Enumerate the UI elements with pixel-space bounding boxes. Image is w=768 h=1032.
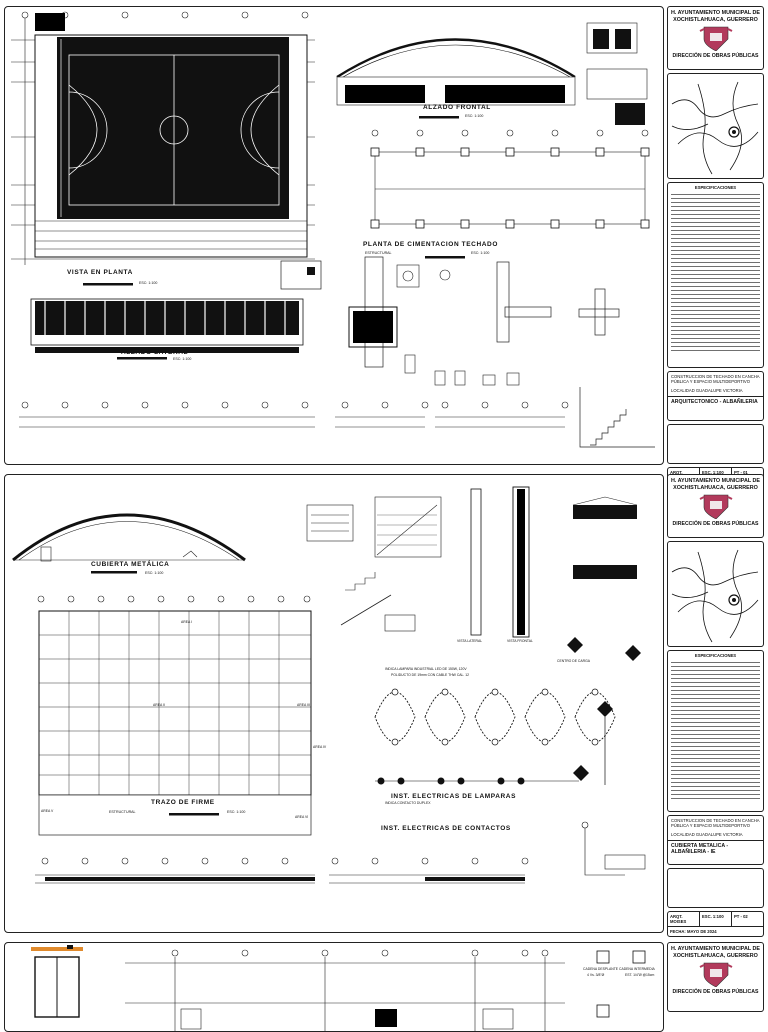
footer-scale: ESC. 1:100	[700, 912, 732, 926]
legend-outlet: INDICA CONTACTO DUPLEX	[385, 801, 431, 805]
label-lateral-view: VISTA LATERAL	[457, 639, 483, 643]
department-name: DIRECCIÓN DE OBRAS PÚBLICAS	[672, 989, 759, 995]
footer-date: FECHA: MAYO DE 2024	[670, 929, 717, 934]
view-scale-plan: ESC: 1:100	[139, 281, 158, 285]
department-name: DIRECCIÓN DE OBRAS PÚBLICAS	[672, 521, 759, 527]
view-title-slab: TRAZO DE FIRME	[151, 799, 215, 806]
institution-name: H. AYUNTAMIENTO MUNICIPAL DE XOCHISTLAHU…	[670, 946, 761, 959]
view-title-plan: VISTA EN PLANTA	[67, 269, 133, 276]
area-label-3: AREA III	[297, 703, 310, 707]
project-name: CONSTRUCCION DE TECHADO EN CANCHA PÚBLIC…	[671, 818, 760, 829]
titleblock-header: H. AYUNTAMIENTO MUNICIPAL DE XOCHISTLAHU…	[667, 474, 764, 538]
view-scale-slab: ESC: 1:100	[227, 810, 246, 814]
area-label-2: AREA II	[153, 703, 165, 707]
notes-title: ESPECIFICACIONES	[694, 185, 737, 190]
view-title-foundation: PLANTA DE CIMENTACION TECHADO	[363, 241, 498, 248]
titleblock-project: CONSTRUCCION DE TECHADO EN CANCHA PÚBLIC…	[667, 815, 764, 865]
sheet-pt03-linework	[31, 945, 646, 1031]
view-subtitle-foundation: ESTRUCTURAL	[365, 251, 392, 255]
project-locality: LOCALIDAD GUADALUPE VICTORIA	[671, 832, 743, 838]
titleblock-header: H. AYUNTAMIENTO MUNICIPAL DE XOCHISTLAHU…	[667, 942, 764, 1012]
titleblock-header: H. AYUNTAMIENTO MUNICIPAL DE XOCHISTLAHU…	[667, 6, 764, 70]
project-locality: LOCALIDAD GUADALUPE VICTORIA	[671, 388, 743, 394]
titleblock-pt02: H. AYUNTAMIENTO MUNICIPAL DE XOCHISTLAHU…	[667, 474, 764, 940]
institution-name: H. AYUNTAMIENTO MUNICIPAL DE XOCHISTLAHU…	[670, 10, 761, 23]
location-map-icon	[671, 81, 759, 175]
titleblock-map	[667, 73, 764, 179]
view-scale-roof: ESC: 1:100	[145, 571, 164, 575]
department-name: DIRECCIÓN DE OBRAS PÚBLICAS	[672, 53, 759, 59]
sheet-pt02-linework	[12, 486, 646, 884]
notes-body	[671, 662, 760, 803]
titleblock-notes: ESPECIFICACIONES	[667, 650, 764, 812]
sheet-discipline: ARQUITECTONICO - ALBAÑILERIA	[668, 395, 763, 407]
notes-title: ESPECIFICACIONES	[694, 653, 737, 658]
titleblock-notes: ESPECIFICACIONES	[667, 182, 764, 368]
sheet-pt01-linework	[11, 11, 655, 448]
view-subtitle-slab: ESTRUCTURAL	[109, 810, 136, 814]
municipal-shield-icon	[699, 494, 732, 519]
titleblock-map	[667, 541, 764, 647]
titleblock-signatures	[667, 868, 764, 908]
location-map-icon	[671, 549, 759, 643]
area-label-4: AREA IV	[313, 745, 327, 749]
municipal-shield-icon	[699, 962, 732, 987]
area-label-5: AREA V	[41, 809, 54, 813]
area-label-6: AREA VI	[295, 815, 309, 819]
view-title-side: ALZADO LATERAL	[121, 349, 189, 356]
sheet-discipline: CUBIERTA METALICA - ALBAÑILERIA - IE	[668, 839, 763, 857]
label-cadena-desplante: CADENA DESPLANTE	[583, 967, 619, 971]
view-title-outlets: INST. ELECTRICAS DE CONTACTOS	[381, 825, 511, 832]
titleblock-pt01: H. AYUNTAMIENTO MUNICIPAL DE XOCHISTLAHU…	[667, 6, 764, 496]
sheet-pt01: VISTA EN PLANTA ESC: 1:100 ALZADO FRONTA…	[4, 6, 664, 465]
sheet-pt03: CADENA DESPLANTE 4 Vs. 3/8"Ø CADENA INTE…	[4, 942, 664, 1032]
footer-author: ARQT. MOISES	[668, 912, 700, 926]
spec-cadena-desplante: 4 Vs. 3/8"Ø	[587, 973, 605, 977]
municipal-shield-icon	[699, 26, 732, 51]
label-frontal-view: VISTA FRONTAL	[507, 639, 533, 643]
view-title-front: ALZADO FRONTAL	[423, 104, 491, 111]
label-load-center: CENTRO DE CARGA	[557, 659, 590, 663]
project-name: CONSTRUCCION DE TECHADO EN CANCHA PÚBLIC…	[671, 374, 760, 385]
sheet-pt02: CUBIERTA METÁLICA ESC: 1:100 TRAZO DE FI…	[4, 474, 664, 933]
titleblock-footer: ARQT. MOISES ESC. 1:100 PT - 02 FECHA: M…	[667, 911, 764, 937]
footer-row: ARQT. MOISES ESC. 1:100 PT - 02	[668, 912, 763, 926]
view-scale-front: ESC: 1:100	[465, 114, 484, 118]
view-title-lamps: INST. ELECTRICAS DE LAMPARAS	[391, 793, 517, 800]
titleblock-project: CONSTRUCCION DE TECHADO EN CANCHA PÚBLIC…	[667, 371, 764, 421]
footer-date-row: FECHA: MAYO DE 2024	[668, 926, 763, 936]
legend-lamp: INDICA LAMPARA INDUSTRIAL LED DE 150W, 1…	[385, 667, 467, 671]
sheet-number: PT - 02	[734, 914, 748, 919]
institution-name: H. AYUNTAMIENTO MUNICIPAL DE XOCHISTLAHU…	[670, 478, 761, 491]
view-scale-foundation: ESC: 1:100	[471, 251, 490, 255]
view-scale-side: ESC: 1:100	[173, 357, 192, 361]
label-cadena-intermedia: CADENA INTERMEDIA	[619, 967, 655, 971]
titleblock-signatures	[667, 424, 764, 464]
sheet-number: PT - 01	[734, 470, 748, 475]
legend-conduit: POLIDUCTO DE 19mm CON CABLE THW CAL. 12	[391, 673, 470, 677]
notes-body	[671, 194, 760, 355]
area-label-1: AREA I	[181, 620, 192, 624]
view-title-roof: CUBIERTA METÁLICA	[91, 561, 170, 568]
titleblock-pt03: H. AYUNTAMIENTO MUNICIPAL DE XOCHISTLAHU…	[667, 942, 764, 1015]
spec-cadena-intermedia: EST. 1/4"Ø @15cm	[625, 973, 655, 977]
